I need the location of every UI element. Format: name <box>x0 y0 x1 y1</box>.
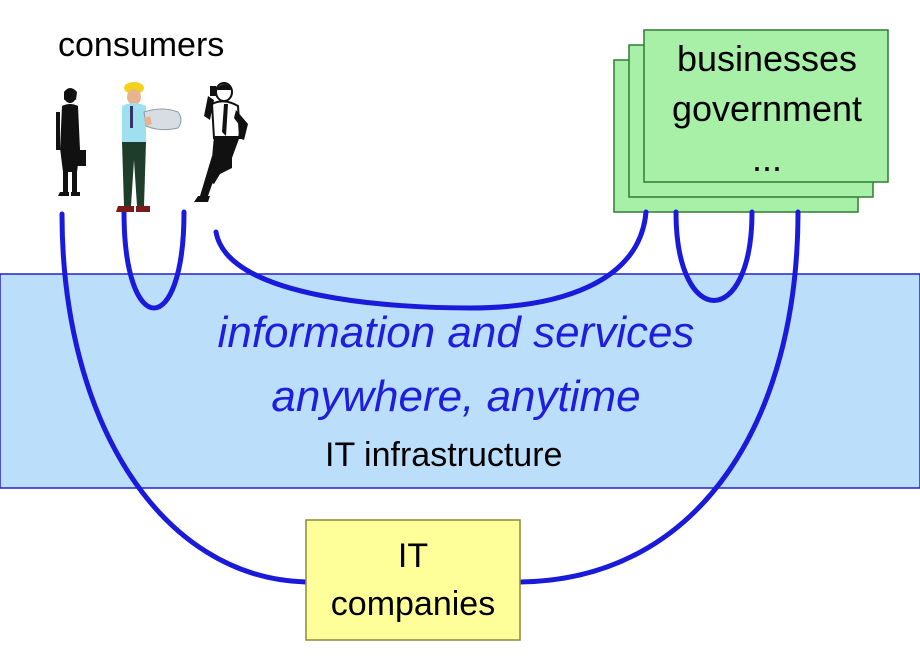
it-companies-line-companies: companies <box>330 585 496 623</box>
consumers-label: consumers <box>58 26 225 64</box>
construction-worker-icon <box>116 82 182 212</box>
man-on-phone-icon <box>194 82 248 202</box>
woman-with-briefcase-icon <box>56 88 86 196</box>
it-companies-box <box>305 519 521 641</box>
organizations-labels: businesses government ... <box>644 34 890 184</box>
organizations-line-government: government <box>671 88 863 129</box>
connector-business-loop <box>673 209 755 303</box>
organizations-line-ellipsis: ... <box>751 138 782 179</box>
it-infrastructure-label: IT infrastructure <box>325 436 563 474</box>
band-headline-line2: anywhere, anytime <box>271 372 641 421</box>
it-companies-line-it: IT <box>397 537 429 575</box>
it-companies-labels: IT companies <box>306 532 520 628</box>
organizations-stack <box>613 29 889 213</box>
organizations-line-businesses: businesses <box>676 38 858 79</box>
connector-consumer-to-it <box>59 211 309 585</box>
connector-consumers-loop <box>121 209 187 311</box>
connector-business-to-it <box>517 209 801 585</box>
band-headline-line1: information and services <box>217 308 695 357</box>
connectors <box>59 209 801 585</box>
organizations-box-front <box>643 29 889 183</box>
connector-consumer-to-business <box>213 209 649 311</box>
